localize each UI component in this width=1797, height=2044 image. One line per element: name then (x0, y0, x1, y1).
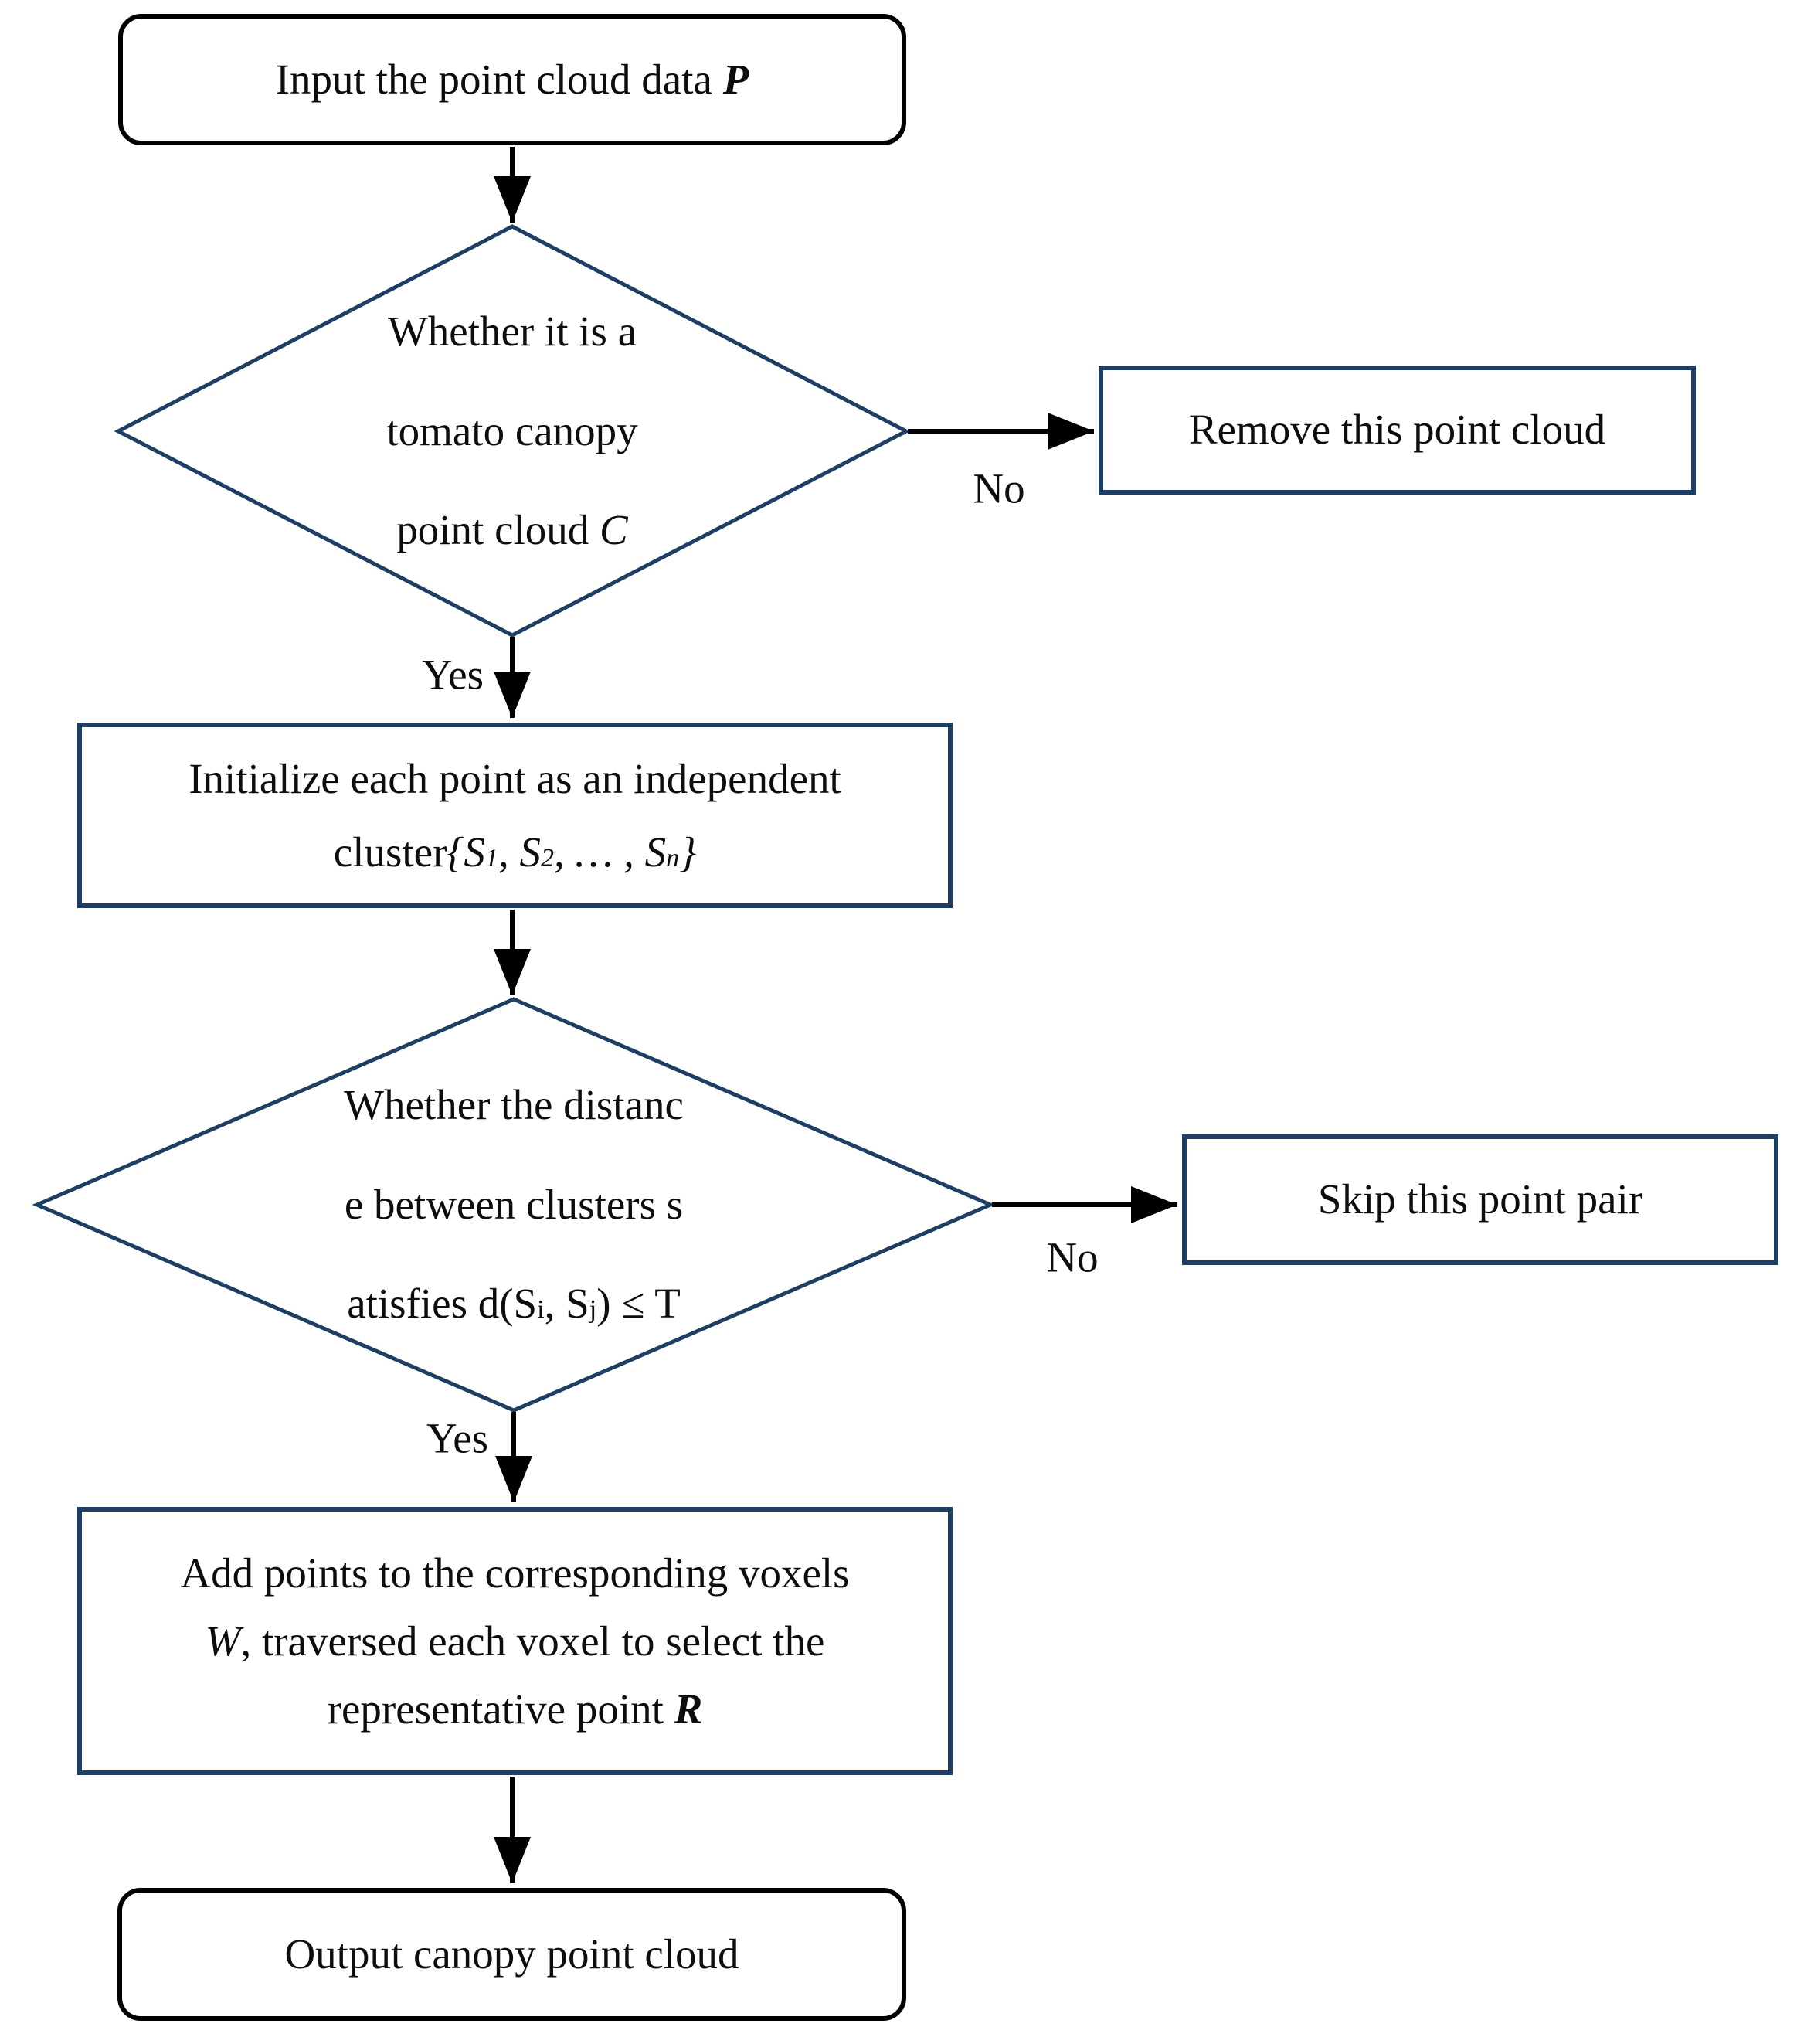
decision1-line2: tomato canopy (386, 406, 638, 454)
init-ellipsis: , … , S (554, 828, 667, 876)
voxel-line3-text: representative point (327, 1685, 674, 1733)
init-sub-2: 2 (540, 844, 554, 872)
init-line2-prefix: cluster (333, 828, 447, 876)
input-node-text: Input the point cloud data (275, 55, 723, 103)
decision1-label: Whether it is a tomato canopy point clou… (386, 282, 637, 580)
decision1-line3-text: point cloud (396, 506, 600, 554)
decision2-sub-i: i (537, 1295, 545, 1325)
init-set-close: } (679, 828, 697, 876)
decision1-diamond (114, 224, 911, 638)
decision2-label: Whether the distanc e between clusters s… (344, 1056, 684, 1354)
decision2-line3-mid: , S (544, 1280, 589, 1328)
voxel-line1: Add points to the corresponding voxels (180, 1549, 850, 1597)
init-line2: cluster{S1, S2, … , Sn} (189, 815, 841, 889)
decision2-diamond (32, 997, 996, 1413)
init-sub-1: 1 (484, 844, 498, 872)
init-sub-n: n (666, 844, 680, 872)
decision1-var-c: C (600, 506, 628, 554)
skip-node: Skip this point pair (1182, 1134, 1778, 1265)
edge-label-yes-2: Yes (426, 1414, 489, 1462)
init-node: Initialize each point as an independent … (77, 723, 953, 908)
init-line1: Initialize each point as an independent (189, 754, 841, 802)
decision2-line3-prefix: atisfies d(S (347, 1280, 538, 1328)
voxel-node: Add points to the corresponding voxels W… (77, 1507, 953, 1775)
input-node-var-p: P (722, 55, 749, 103)
output-node-label: Output canopy point cloud (284, 1930, 739, 1978)
decision1-line3: point cloud C (386, 481, 637, 580)
init-comma-1: , S (498, 828, 541, 876)
voxel-var-w: W (205, 1617, 241, 1665)
init-node-label: Initialize each point as an independent … (189, 742, 841, 889)
voxel-node-label: Add points to the corresponding voxels W… (180, 1539, 849, 1743)
decision2-line2: e between clusters s (344, 1180, 684, 1228)
decision2-line1: Whether the distanc (344, 1080, 684, 1128)
decision2-line3: atisfies d(Si, Sj) ≤ T (344, 1254, 684, 1354)
remove-node-label: Remove this point cloud (1188, 406, 1606, 454)
remove-node: Remove this point cloud (1099, 366, 1696, 495)
edge-label-no-1: No (973, 464, 1025, 512)
voxel-line2-rest: , traversed each voxel to select the (240, 1617, 825, 1665)
output-node: Output canopy point cloud (117, 1888, 906, 2021)
input-node-label: Input the point cloud data P (276, 45, 749, 115)
decision1-line1: Whether it is a (387, 307, 637, 355)
decision2-sub-j: j (589, 1295, 597, 1325)
voxel-line2: W, traversed each voxel to select the (180, 1607, 849, 1675)
input-node: Input the point cloud data P (118, 14, 906, 145)
edge-label-no-2: No (1046, 1233, 1099, 1281)
edge-label-yes-1: Yes (421, 651, 484, 699)
voxel-var-r: R (674, 1685, 703, 1733)
init-set-open: {S (447, 828, 485, 876)
skip-node-label: Skip this point pair (1317, 1175, 1643, 1223)
voxel-line3: representative point R (180, 1675, 849, 1743)
decision2-line3-suffix: ) ≤ T (596, 1280, 681, 1328)
